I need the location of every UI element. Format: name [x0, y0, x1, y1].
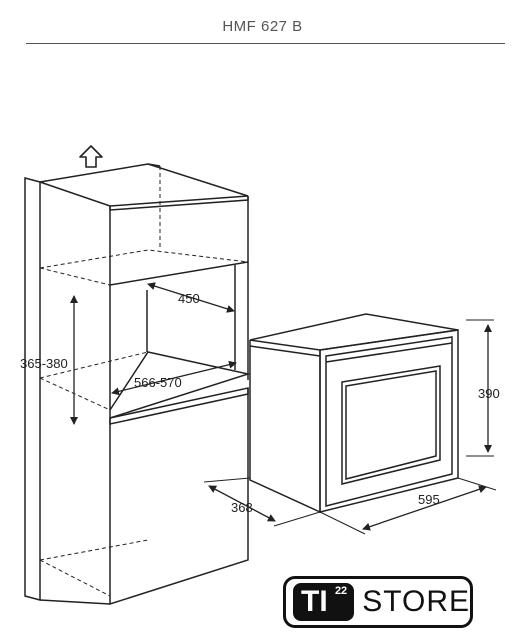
logo-badge-text: TI [301, 585, 328, 618]
logo-wordmark: STORE [362, 585, 470, 618]
dimension-label-niche-width: 566-570 [134, 375, 182, 390]
logo-superscript: 22 [334, 585, 348, 597]
dimension-appliance-depth: 368 [203, 477, 321, 527]
dimension-label-niche-height: 365-380 [20, 356, 68, 371]
dimension-niche-height: 365-380 [20, 295, 78, 425]
dimension-niche-depth: 450 [147, 282, 235, 313]
appliance [249, 313, 459, 514]
dimension-label-niche-depth: 450 [178, 291, 200, 306]
title-divider [26, 43, 505, 44]
dimension-niche-width: 566-570 [111, 360, 237, 396]
store-logo: TI 22 STORE [283, 576, 473, 628]
up-arrow-icon [79, 145, 103, 168]
dimension-label-appliance-height: 390 [478, 386, 500, 401]
dimension-appliance-height: 390 [466, 319, 500, 457]
logo-badge: TI 22 [293, 583, 355, 621]
dimension-label-appliance-width: 595 [418, 492, 440, 507]
page-title: HMF 627 B [222, 18, 303, 35]
dimension-appliance-width: 595 [319, 477, 497, 535]
dimension-label-appliance-depth: 368 [231, 500, 253, 515]
